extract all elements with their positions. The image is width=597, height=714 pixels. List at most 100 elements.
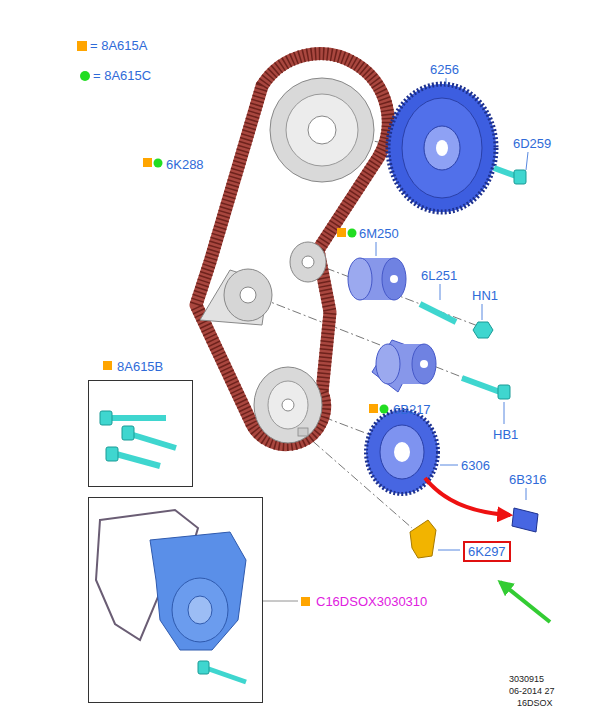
stud-bolt xyxy=(473,322,493,338)
group-heading: 8A615B xyxy=(117,359,163,374)
water-pump xyxy=(172,578,228,642)
water-pump xyxy=(198,661,209,674)
drawing-code: 16DSOX xyxy=(517,698,553,709)
part-number: 6L251 xyxy=(421,268,457,283)
tensioner-pulley xyxy=(240,287,256,303)
kit-marker xyxy=(348,229,357,238)
tensioner-pulley xyxy=(224,269,272,321)
tensioner xyxy=(420,360,428,368)
tensioner xyxy=(372,340,436,392)
part-number: HB1 xyxy=(493,427,518,442)
idler-roller xyxy=(348,258,372,300)
legend-swatch xyxy=(77,41,87,51)
legend-entry: = 8A615A xyxy=(77,38,147,53)
leader-line xyxy=(376,242,377,256)
bolt xyxy=(462,378,510,399)
green-arrow xyxy=(500,582,550,622)
crank-pulley xyxy=(254,367,322,443)
highlight-box: 6K297 xyxy=(463,541,511,562)
tensioner xyxy=(412,344,436,384)
legend-swatch xyxy=(80,71,90,81)
tensioner-pulley xyxy=(302,256,314,268)
leader-line xyxy=(526,488,527,500)
crank-sprocket xyxy=(394,442,410,462)
kit-marker xyxy=(337,228,346,237)
water-pump xyxy=(96,510,246,682)
idler-roller xyxy=(348,258,406,300)
leader-line xyxy=(504,402,505,424)
bolt xyxy=(494,168,526,184)
tensioner xyxy=(376,344,400,384)
kit-marker xyxy=(369,404,378,413)
water-pump xyxy=(150,532,246,650)
part-number: 6D259 xyxy=(513,136,551,151)
leader-line xyxy=(526,152,528,170)
crank-sprocket xyxy=(380,425,424,479)
sensor-block xyxy=(512,508,538,532)
bolt-kit xyxy=(116,454,160,466)
woodruff-key xyxy=(410,520,436,558)
leader-line xyxy=(438,550,460,551)
part-number: HN1 xyxy=(472,288,498,303)
group-heading: C16DSOX3030310 xyxy=(316,594,427,609)
part-number: 6256 xyxy=(430,62,459,77)
idler-roller xyxy=(382,258,406,300)
timing-belt xyxy=(196,54,388,445)
idler-roller xyxy=(390,275,398,283)
bolt-kit xyxy=(122,426,134,440)
bolt xyxy=(514,170,526,184)
blue-pulley xyxy=(388,84,496,212)
woodruff-key xyxy=(410,520,436,558)
kit-marker xyxy=(143,158,152,167)
drawing-code: 3030915 xyxy=(509,674,544,685)
part-number: 6306 xyxy=(461,458,490,473)
timing-belt xyxy=(196,54,388,445)
cam-pulley xyxy=(270,78,374,182)
leader-line xyxy=(446,78,447,86)
tensioner-pulley xyxy=(200,242,326,325)
group-box: C16DSOX3030310 xyxy=(88,497,263,703)
leader-line xyxy=(263,601,298,602)
water-pump xyxy=(206,668,246,682)
part-number: 6K297 xyxy=(468,544,506,559)
part-number: 6B217 xyxy=(393,402,431,417)
stud-bolt xyxy=(420,304,456,322)
blue-pulley xyxy=(424,126,460,170)
blue-pulley xyxy=(388,84,496,212)
crank-pulley xyxy=(282,399,294,411)
leader-line xyxy=(446,78,528,170)
cam-pulley xyxy=(286,94,358,166)
bolt xyxy=(498,385,510,399)
legend-text: = 8A615C xyxy=(93,68,151,83)
red-arrow xyxy=(425,478,510,515)
bolt xyxy=(462,378,500,392)
leader-line xyxy=(482,304,483,320)
crank-pulley xyxy=(254,367,322,443)
part-number: 6K288 xyxy=(166,157,204,172)
leader-line xyxy=(504,402,505,424)
water-pump xyxy=(188,596,212,624)
blue-pulley xyxy=(402,98,482,198)
kit-marker xyxy=(103,361,112,370)
bolt-kit xyxy=(130,434,176,448)
sensor-block xyxy=(512,508,538,532)
stud-bolt xyxy=(420,304,493,338)
kit-marker xyxy=(301,597,310,606)
tensioner-pulley xyxy=(290,242,326,282)
drawing-code: 06-2014 27 xyxy=(509,686,555,697)
bolt-kit xyxy=(108,415,166,421)
part-number: 6M250 xyxy=(359,226,399,241)
bolt-kit xyxy=(100,411,176,466)
leader-line xyxy=(438,550,460,551)
legend-text: = 8A615A xyxy=(90,38,147,53)
timing-belt xyxy=(196,54,388,445)
bolt xyxy=(494,168,516,176)
legend-entry: = 8A615C xyxy=(80,68,151,83)
leader-line xyxy=(440,284,441,300)
kit-marker xyxy=(154,159,163,168)
part-number: 6B316 xyxy=(509,472,547,487)
crank-pulley xyxy=(298,428,308,436)
cam-pulley xyxy=(308,116,336,144)
